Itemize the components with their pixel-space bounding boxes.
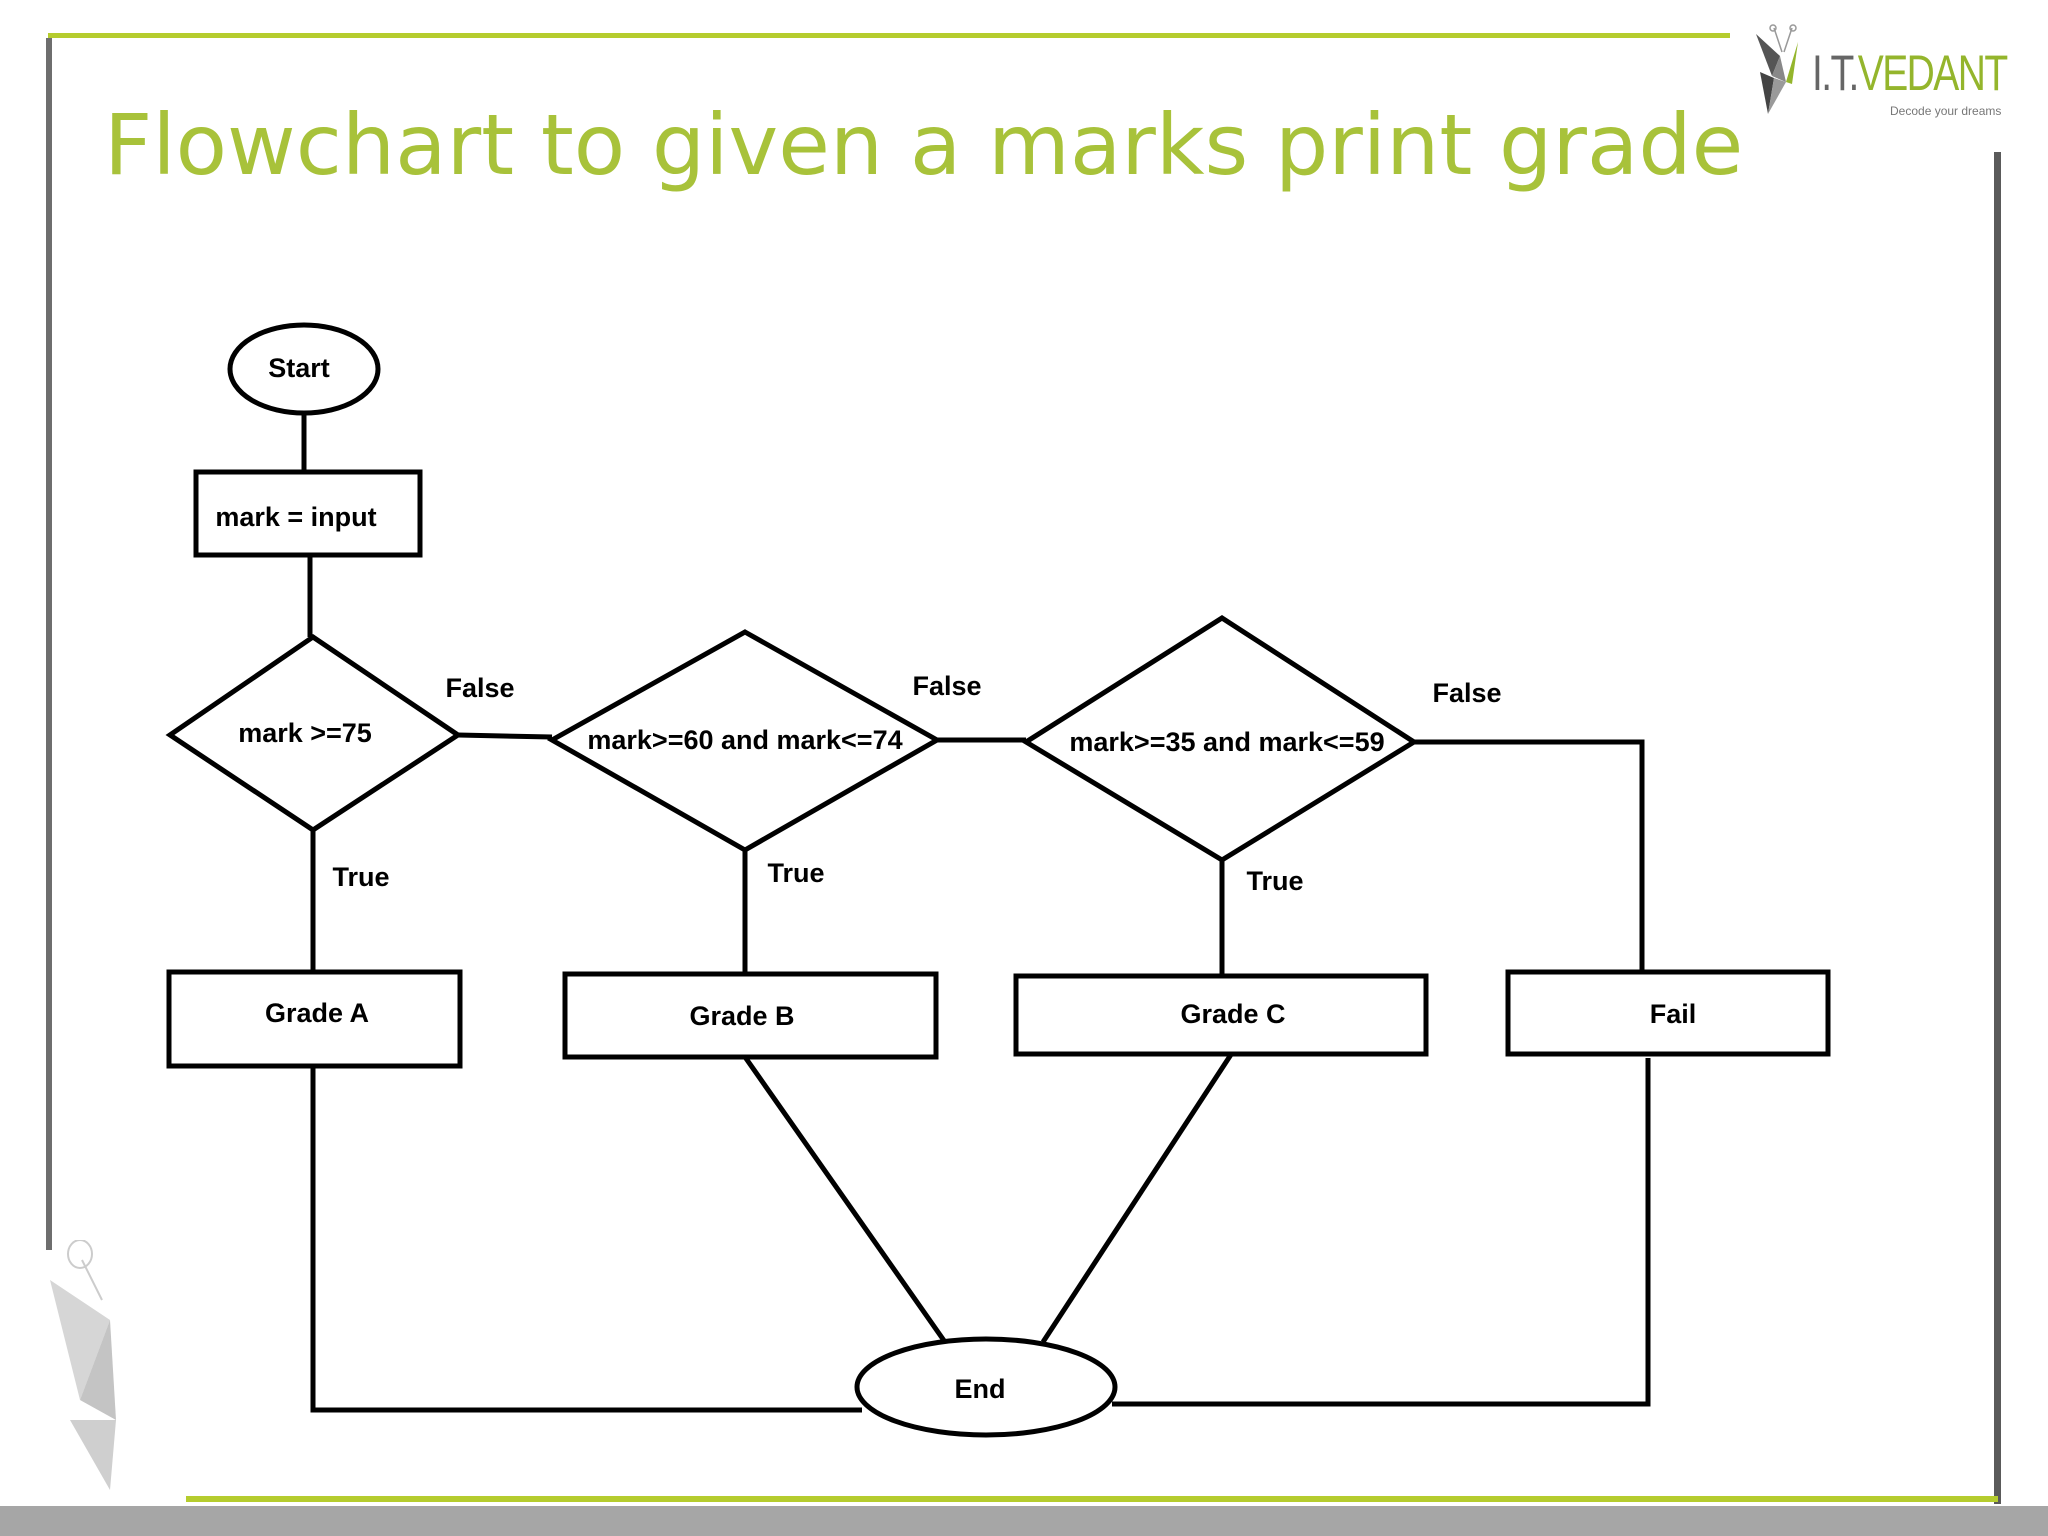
input-label: mark = input xyxy=(215,502,376,532)
logo-name-main: VEDANT xyxy=(1857,45,2008,101)
slide-frame-right-line xyxy=(1994,152,2001,1504)
decision-2-shape xyxy=(546,629,943,853)
slide-title: Flowchart to given a marks print grade xyxy=(104,96,1744,194)
grade-a-box xyxy=(166,969,463,1069)
fail-box xyxy=(1505,969,1831,1057)
decorative-butterfly-icon xyxy=(50,1240,116,1490)
connector-grade-c-to-end xyxy=(1040,1051,1235,1344)
brand-logo: I.T.VEDANT Decode your dreams xyxy=(1752,22,2008,122)
decision-1-shape xyxy=(165,633,463,833)
grade-b-box xyxy=(562,971,939,1060)
slide-frame-top-line xyxy=(48,33,1730,38)
decision-1-label: mark >=75 xyxy=(238,718,372,748)
logo-wordmark: I.T.VEDANT xyxy=(1812,45,2008,101)
fail-label: Fail xyxy=(1650,999,1697,1029)
end-label: End xyxy=(955,1374,1006,1404)
decision-3-false-label: False xyxy=(1432,678,1501,708)
connector-fail-to-end xyxy=(1112,1058,1651,1407)
start-terminal-shape xyxy=(227,322,381,416)
input-process-shape xyxy=(193,469,423,558)
connector-grade-b-to-end xyxy=(742,1055,948,1344)
logo-name-prefix: I.T. xyxy=(1812,45,1859,101)
grade-c-label: Grade C xyxy=(1180,999,1285,1029)
decision-2-true-label: True xyxy=(767,858,824,888)
connector-grade-a-to-end xyxy=(310,1066,862,1413)
grade-b-label: Grade B xyxy=(689,1001,794,1031)
butterfly-logo-icon xyxy=(1756,24,1798,114)
start-label: Start xyxy=(268,353,330,383)
logo-tagline: Decode your dreams xyxy=(1890,104,2002,118)
connector-decision-1-false xyxy=(457,732,553,740)
slide-frame-bottom-line xyxy=(186,1496,1998,1502)
grade-c-box xyxy=(1013,973,1429,1057)
decision-3-shape xyxy=(1021,615,1419,863)
decision-2-label: mark>=60 and mark<=74 xyxy=(587,725,902,755)
decision-1-false-label: False xyxy=(445,673,514,703)
decision-3-true-label: True xyxy=(1246,866,1303,896)
grade-a-label: Grade A xyxy=(265,998,369,1028)
footer-bar xyxy=(0,1506,2048,1536)
end-terminal-shape xyxy=(854,1336,1118,1438)
decision-2-false-label: False xyxy=(912,671,981,701)
decision-1-true-label: True xyxy=(332,862,389,892)
connector-decision-3-false xyxy=(1414,739,1645,972)
slide-frame-left-line xyxy=(46,38,52,1250)
decision-3-label: mark>=35 and mark<=59 xyxy=(1069,727,1384,757)
